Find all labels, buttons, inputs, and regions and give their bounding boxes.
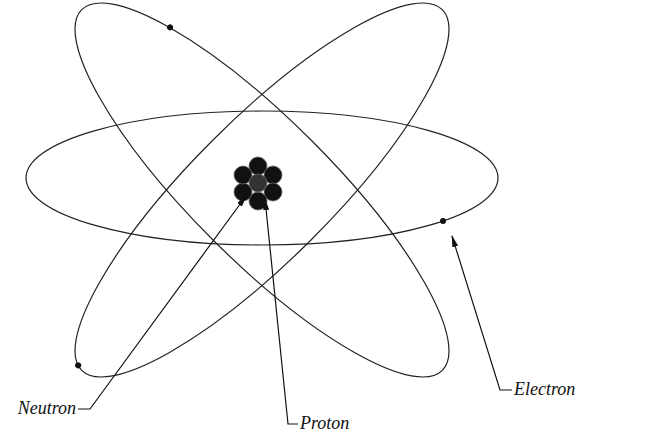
leader-line xyxy=(265,199,298,424)
part-label: Proton xyxy=(300,414,349,434)
orbit xyxy=(32,0,492,420)
leader-lines xyxy=(78,196,512,424)
orbit xyxy=(26,111,498,245)
leader-line xyxy=(452,236,512,390)
electron-dot xyxy=(440,218,446,224)
part-label: Electron xyxy=(514,380,575,400)
orbit xyxy=(32,0,492,420)
leader-line xyxy=(78,196,246,409)
electron-dot xyxy=(74,361,82,369)
orbits xyxy=(26,0,498,421)
part-label: Neutron xyxy=(18,399,76,419)
electron-dot xyxy=(166,23,174,31)
